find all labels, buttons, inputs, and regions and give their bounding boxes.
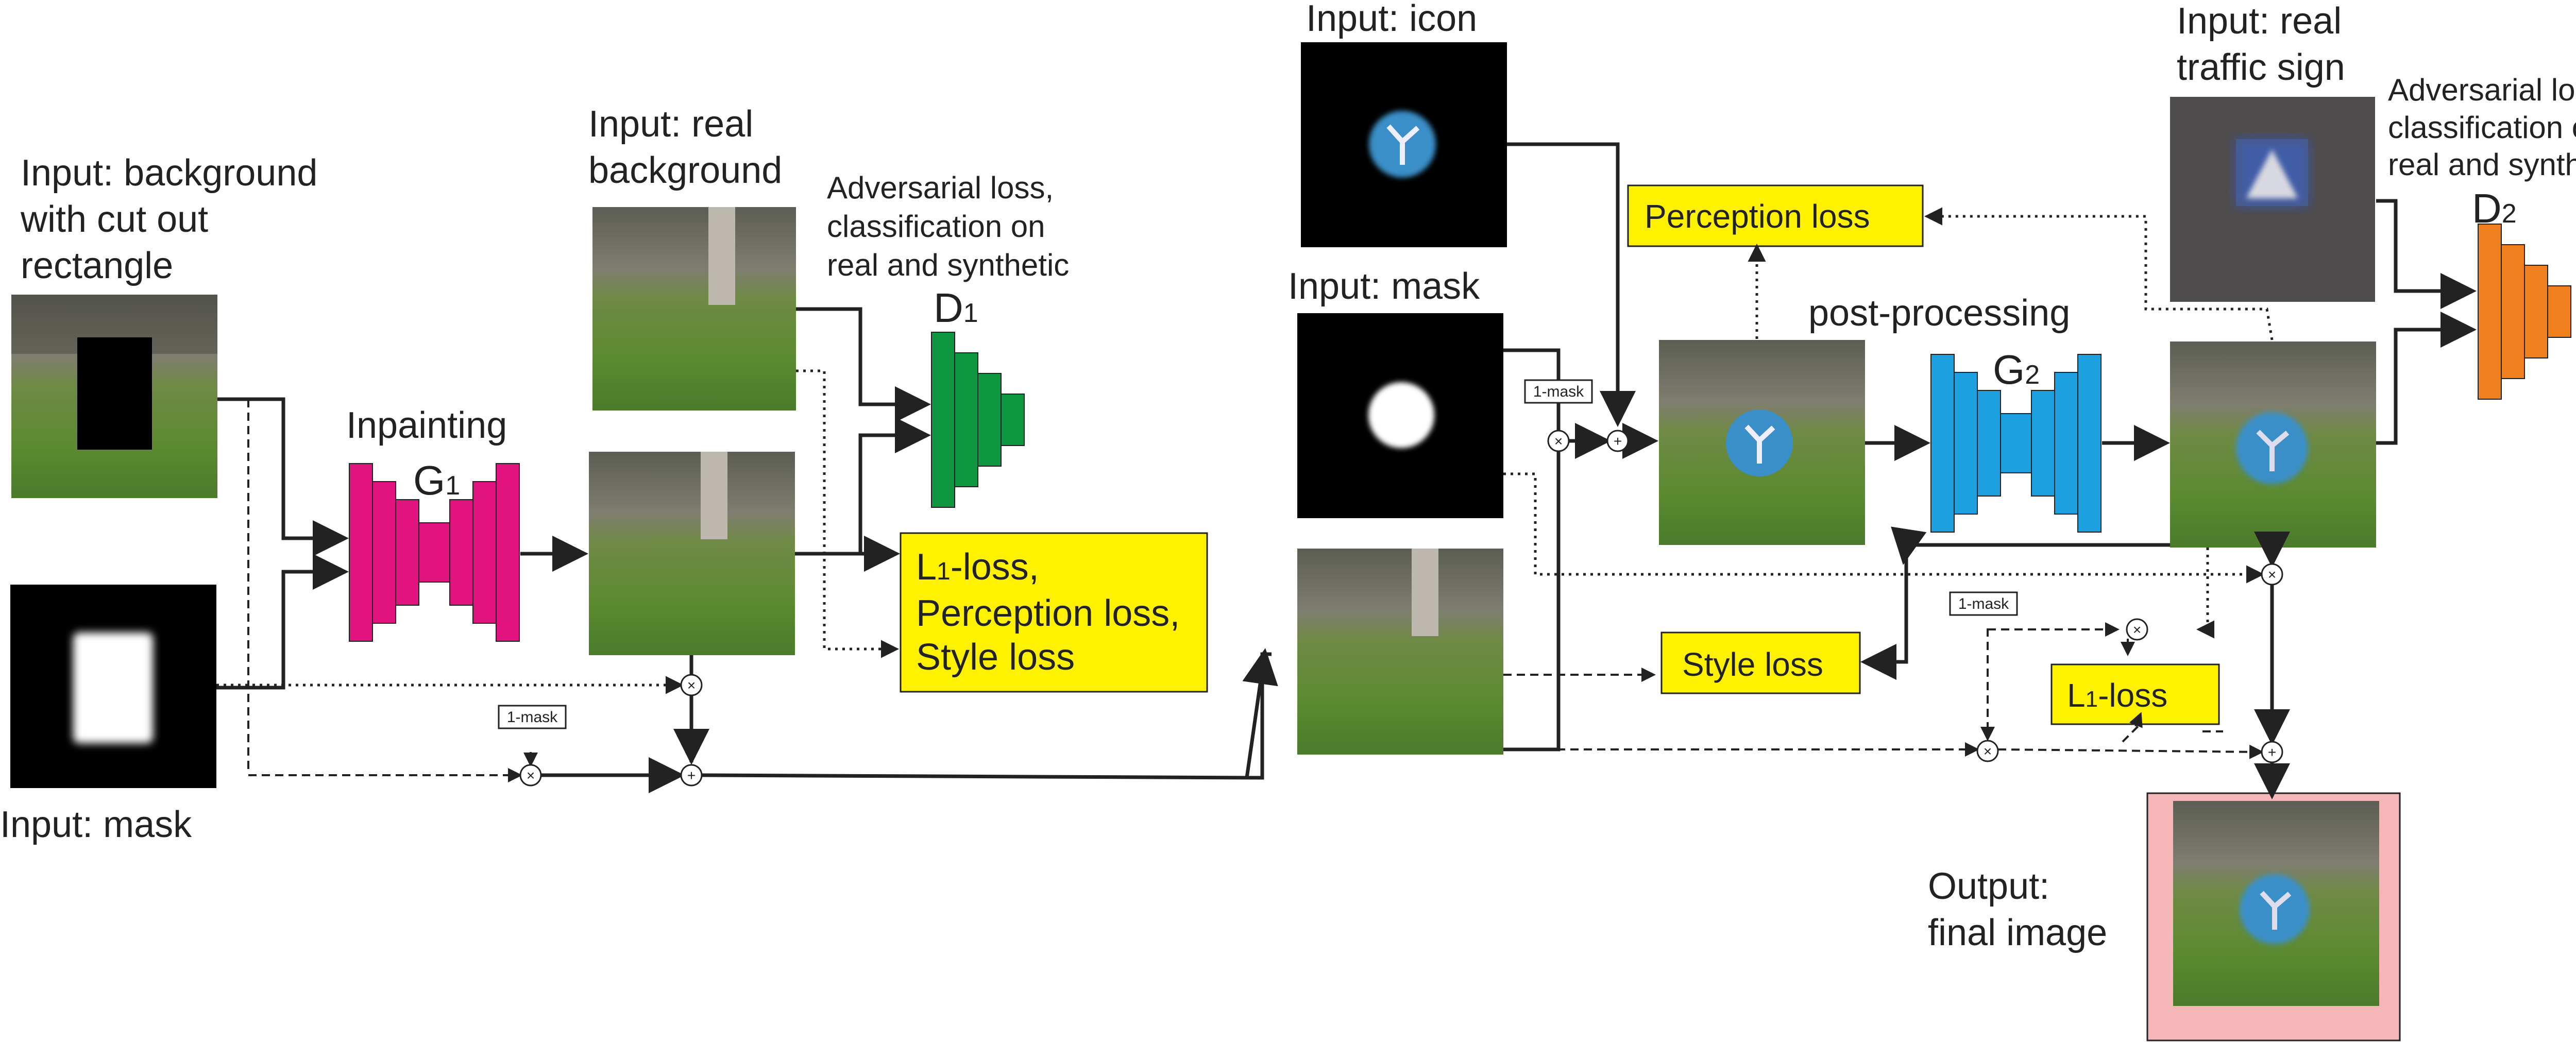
- label-inpainting: Inpainting: [346, 405, 507, 446]
- operator-nodes: × × + × + × × × +: [519, 430, 2283, 787]
- mask-image-mid: [1297, 313, 1503, 518]
- icon-image: [1301, 42, 1507, 247]
- perception-loss-box: [1627, 184, 1924, 247]
- l1-perception-style-loss-box: [900, 532, 1208, 693]
- multiply-node-label: ×: [2268, 567, 2276, 583]
- multiply-node-label: ×: [1984, 743, 1992, 759]
- mask-image-left: [10, 585, 216, 788]
- label-d2: D2: [2472, 185, 2517, 231]
- discriminator-d2: [2478, 224, 2571, 400]
- label-input-real-traffic-sign: Input: real: [2177, 1, 2342, 42]
- solid-connectors: [216, 142, 2477, 799]
- multiply-node-label: ×: [2133, 622, 2141, 638]
- label-g1: G1: [413, 457, 460, 503]
- real-traffic-sign-image: [2170, 97, 2375, 302]
- add-node-label: +: [1614, 433, 1622, 449]
- svg-text:1-mask: 1-mask: [1533, 383, 1584, 400]
- style-loss-box: [1660, 631, 1861, 694]
- label-input-background: rectangle: [21, 245, 173, 286]
- label-input-mask: Input: mask: [0, 804, 192, 845]
- label-adversarial-loss-1: Adversarial loss,: [827, 170, 1054, 205]
- add-node-label: +: [687, 767, 696, 783]
- inpainted-image-copy: [1297, 549, 1503, 755]
- label-adversarial-loss-2: classification on: [2388, 110, 2576, 145]
- label-g2: G2: [1993, 347, 2040, 392]
- multiply-node-label: ×: [687, 677, 696, 693]
- multiply-node: [2261, 563, 2283, 586]
- label-perception-loss: Perception loss,: [916, 593, 1180, 634]
- label-post-processing: post-processing: [1808, 293, 2070, 334]
- label-input-real-background: Input: real: [588, 104, 753, 145]
- add-node: [2261, 741, 2283, 763]
- multiply-node: [1547, 430, 1570, 452]
- label-l1-loss: L1-loss,: [916, 546, 1039, 588]
- label-d1: D1: [934, 285, 978, 331]
- svg-text:1-mask: 1-mask: [507, 709, 558, 726]
- one-minus-mask-tag: 1-mask: [1524, 379, 1593, 404]
- add-node: [1606, 430, 1629, 452]
- multiply-node-label: ×: [527, 767, 535, 783]
- label-l1-loss: L1-loss: [2067, 677, 2167, 714]
- label-input-mask-mid: Input: mask: [1288, 266, 1480, 307]
- multiply-node-label: ×: [1554, 433, 1563, 449]
- generator-g1: [349, 463, 520, 642]
- label-input-real-traffic-sign: traffic sign: [2177, 47, 2345, 88]
- add-node: [680, 764, 703, 787]
- label-output: Output:: [1928, 866, 2049, 907]
- generator-g2: [1930, 354, 2102, 533]
- label-adversarial-loss-1: classification on: [827, 209, 1045, 244]
- background-cutout-image: [11, 295, 217, 498]
- multiply-node: [680, 674, 703, 696]
- one-minus-mask-tag: 1-mask: [1949, 591, 2018, 616]
- label-style-loss: Style loss: [916, 637, 1075, 678]
- real-background-image: [592, 207, 796, 411]
- label-input-real-background: background: [588, 150, 782, 191]
- label-input-icon: Input: icon: [1306, 0, 1477, 39]
- svg-text:1-mask: 1-mask: [1958, 595, 2009, 612]
- inpainted-image: [589, 452, 795, 655]
- label-output: final image: [1928, 912, 2107, 953]
- dashed-connectors: [247, 399, 2264, 782]
- one-minus-mask-tag: 1-mask: [498, 705, 567, 729]
- add-node-label: +: [2268, 744, 2276, 760]
- composited-image: [1659, 340, 1865, 545]
- multiply-node: [519, 764, 542, 787]
- label-adversarial-loss-1: real and synthetic: [827, 248, 1069, 282]
- label-adversarial-loss-2: Adversarial loss,: [2388, 73, 2576, 107]
- multiply-node: [1976, 740, 1999, 762]
- postprocessed-image: [2170, 341, 2376, 548]
- output-frame: [2146, 792, 2401, 1041]
- multiply-node: [2126, 618, 2148, 641]
- discriminator-d1: [931, 332, 1025, 508]
- label-perception-loss: Perception loss: [1645, 198, 1870, 235]
- label-adversarial-loss-2: real and synthetic: [2388, 147, 2576, 182]
- label-input-background: with cut out: [20, 199, 208, 240]
- label-style-loss: Style loss: [1682, 646, 1823, 683]
- label-input-background: Input: background: [21, 152, 317, 194]
